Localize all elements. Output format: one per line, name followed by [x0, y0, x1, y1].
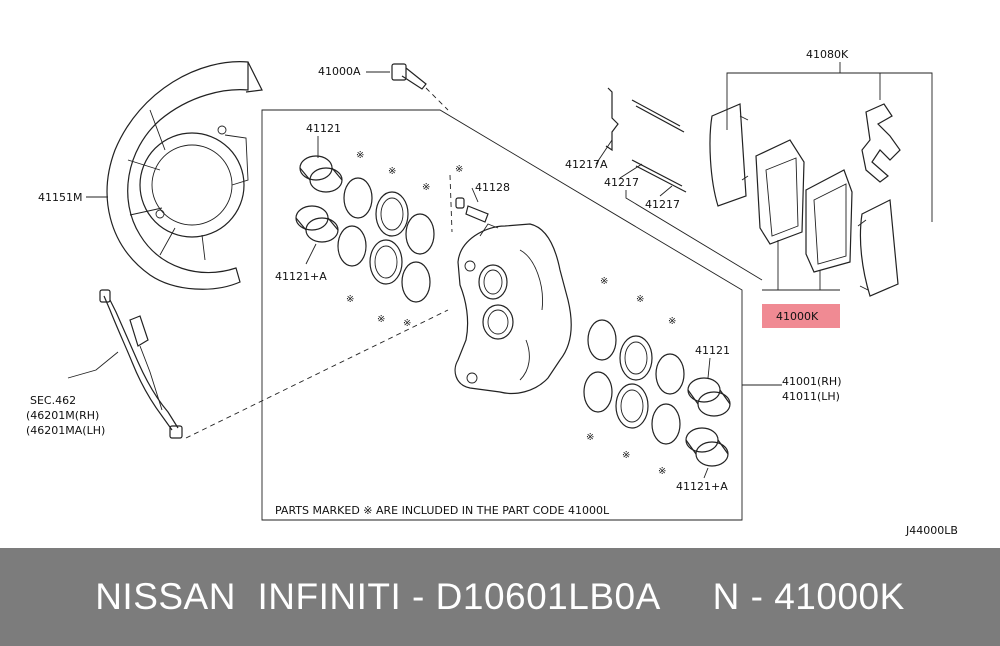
caliper-bolt: [391, 63, 427, 90]
label-rotor-shield: 41151M: [38, 191, 82, 204]
label-caliper-lh: 41011(LH): [782, 390, 840, 403]
caliper-assembly-frame: [261, 109, 743, 521]
piston-lower-right: [685, 427, 729, 467]
brake-pad-inner: [755, 139, 805, 245]
pad-pins: [605, 87, 687, 193]
anti-rattle-clip: [861, 103, 901, 183]
label-piston-right-a: 41121+A: [676, 480, 728, 493]
piston-upper-left: [299, 155, 343, 193]
part-number-banner: NISSAN INFINITI - D10601LB0A N - 41000K: [0, 548, 1000, 646]
star-mark: ※: [636, 294, 644, 305]
seal-rings-right: [583, 319, 685, 445]
rotor-shield: [106, 61, 263, 290]
star-mark: ※: [455, 164, 463, 175]
star-mark: ※: [658, 466, 666, 477]
star-mark: ※: [622, 450, 630, 461]
pad-shim-right: [857, 199, 899, 297]
star-mark: ※: [422, 182, 430, 193]
diagram-canvas: 41151M 41000A 41121 41121+A ※ ※ ※ ※ ※: [26, 48, 958, 537]
label-hose-lh: (46201MA(LH): [26, 424, 105, 437]
piston-upper-right: [687, 377, 731, 417]
brake-hose: [99, 289, 183, 439]
label-hose-sec: SEC.462: [30, 394, 76, 407]
piston-lower-left: [295, 205, 339, 243]
label-pad-kit: 41080K: [806, 48, 849, 61]
star-mark: ※: [668, 316, 676, 327]
star-mark: ※: [356, 150, 364, 161]
parts-note: PARTS MARKED ※ ARE INCLUDED IN THE PART …: [275, 504, 610, 517]
parts-diagram: 41151M 41000A 41121 41121+A ※ ※ ※ ※ ※: [26, 48, 958, 537]
caliper-body: [454, 223, 572, 395]
highlighted-part-code-box[interactable]: [762, 304, 840, 328]
label-pin-lower: 41217: [645, 198, 680, 211]
star-mark: ※: [388, 166, 396, 177]
star-mark: ※: [586, 432, 594, 443]
star-mark: ※: [346, 294, 354, 305]
label-piston-left-a: 41121+A: [275, 270, 327, 283]
label-hose-rh: (46201M(RH): [26, 409, 99, 422]
label-pin: 41217: [604, 176, 639, 189]
label-piston-right: 41121: [695, 344, 730, 357]
seal-rings-left: [337, 177, 435, 303]
highlighted-part-code: 41000K: [776, 310, 819, 323]
label-bolt: 41000A: [318, 65, 361, 78]
pad-shim-left: [709, 103, 749, 207]
label-caliper-rh: 41001(RH): [782, 375, 842, 388]
star-mark: ※: [377, 314, 385, 325]
label-pin-a: 41217A: [565, 158, 608, 171]
brake-pad-outer: [805, 169, 853, 273]
star-mark: ※: [600, 276, 608, 287]
label-piston-left: 41121: [306, 122, 341, 135]
label-bleeder: 41128: [475, 181, 510, 194]
star-mark: ※: [403, 318, 411, 329]
drawing-code: J44000LB: [905, 524, 958, 537]
part-number-text: NISSAN INFINITI - D10601LB0A N - 41000K: [95, 576, 905, 617]
bleeder-screw: [455, 197, 489, 223]
